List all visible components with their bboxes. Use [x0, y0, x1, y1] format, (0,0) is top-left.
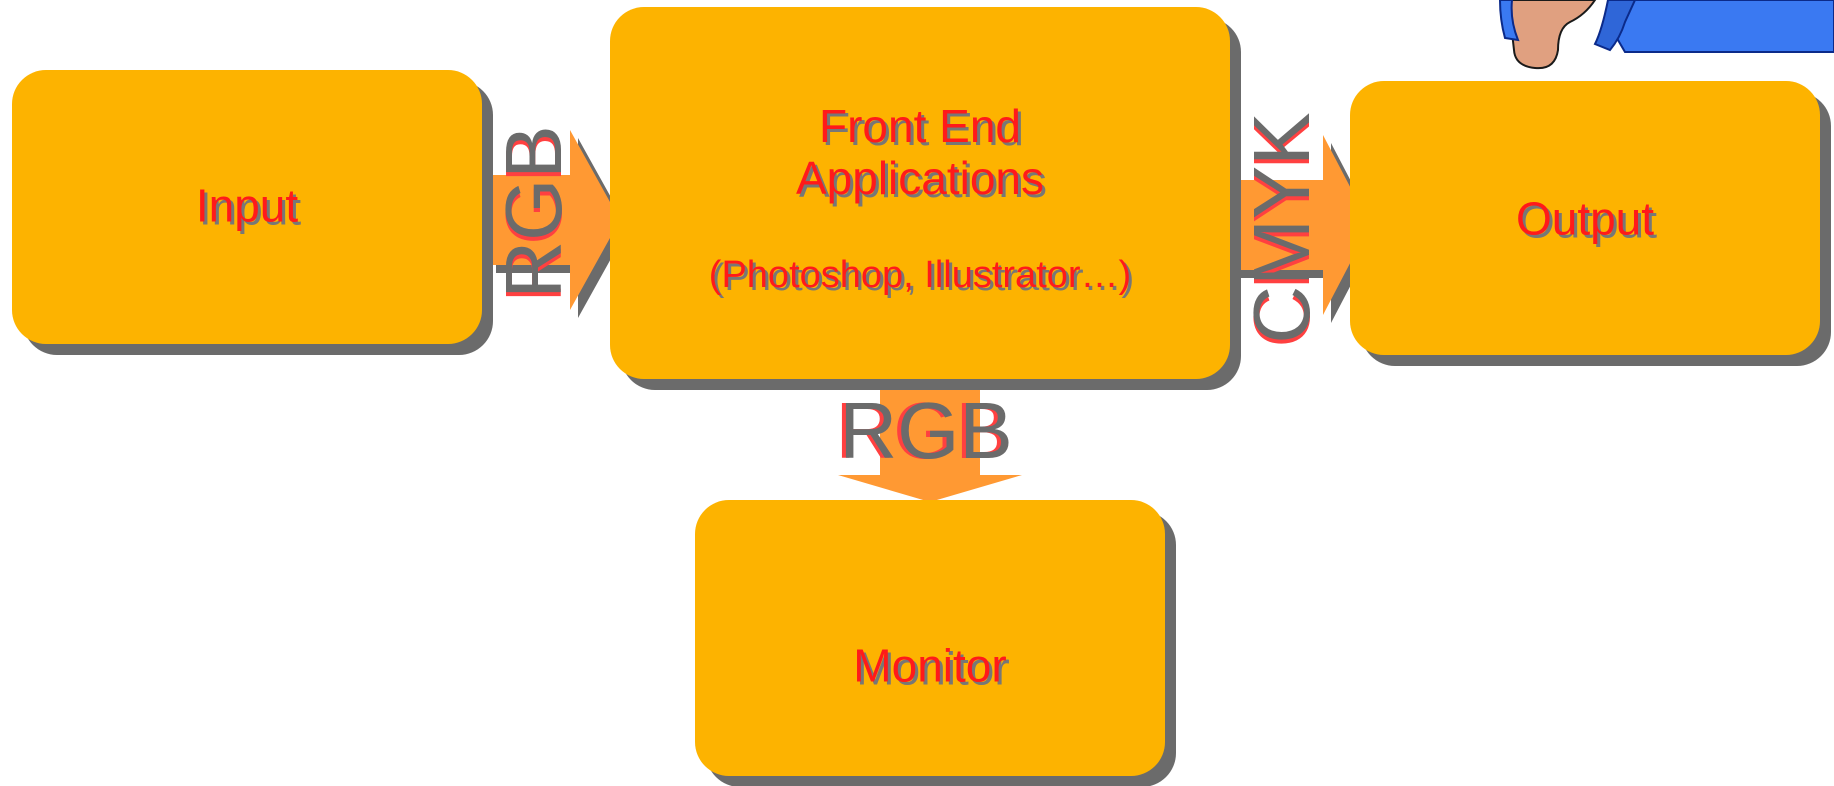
input-box: Input: [12, 70, 482, 344]
front-end-box: Front End Applications (Photoshop, Illus…: [610, 7, 1230, 379]
arrow-frontend-to-output: [1233, 135, 1378, 323]
arrow-frontend-to-monitor: [838, 380, 1022, 502]
output-box: Output: [1350, 81, 1820, 355]
arrow-input-to-frontend: [488, 130, 628, 318]
rgb-label-frontend-to-monitor: RGB: [839, 386, 1013, 475]
front-end-title-line2: Applications: [795, 152, 1045, 204]
rgb-label-input-to-frontend: RGB: [489, 125, 578, 299]
front-end-title-line1: Front End: [819, 100, 1021, 152]
monitor-label: Monitor: [853, 639, 1007, 692]
cmyk-label-frontend-to-output: CMYK: [1237, 112, 1326, 344]
output-label: Output: [1515, 192, 1655, 245]
input-label: Input: [195, 179, 299, 232]
monitor-box: Monitor: [695, 500, 1165, 776]
hand-icon: [1498, 0, 1834, 70]
front-end-subtitle: (Photoshop, Illustrator…): [708, 254, 1132, 296]
